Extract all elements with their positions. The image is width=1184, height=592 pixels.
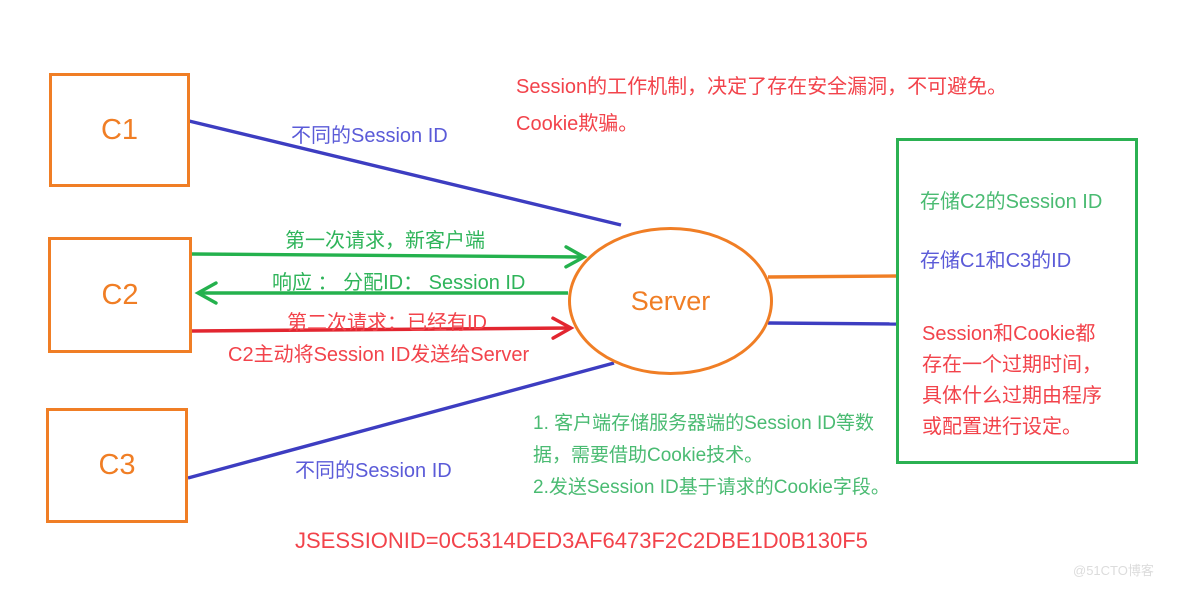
client-box-c2: C2 <box>48 237 192 353</box>
server-label: Server <box>630 285 711 316</box>
c3-link-label: 不同的Session ID <box>295 460 452 482</box>
store-c2-session-text: 存储C2的Session ID <box>920 191 1103 213</box>
server-to-storebox-blue-line <box>767 321 899 326</box>
jsessionid-text: JSESSIONID=0C5314DED3AF6473F2C2DBE1D0B13… <box>295 528 868 553</box>
request1-label: 第一次请求，新客户端 <box>285 230 485 252</box>
client-c3-label: C3 <box>98 449 136 481</box>
c1-to-server-line <box>188 119 622 227</box>
security-note-line1: Session的工作机制，决定了存在安全漏洞，不可避免。 <box>516 76 1008 98</box>
server-ellipse: Server <box>568 227 773 375</box>
cookie-note-line2: 据，需要借助Cookie技术。 <box>533 445 764 466</box>
client-c1-label: C1 <box>100 113 139 146</box>
expiry-note-line4: 或配置进行设定。 <box>922 416 1082 438</box>
watermark: @51CTO博客 <box>1073 563 1154 578</box>
request1-arrow <box>191 245 588 269</box>
server-store-box <box>896 138 1138 464</box>
security-note-line2: Cookie欺骗。 <box>516 113 639 135</box>
cookie-note-line1: 1. 客户端存储服务器端的Session ID等数 <box>533 413 874 434</box>
request2-note-label: C2主动将Session ID发送给Server <box>228 344 530 366</box>
server-to-storebox-orange-line <box>767 274 899 279</box>
c1-link-label: 不同的Session ID <box>291 125 448 147</box>
client-c2-label: C2 <box>101 278 139 311</box>
cookie-note-line3: 2.发送Session ID基于请求的Cookie字段。 <box>533 477 890 498</box>
expiry-note-line1: Session和Cookie都 <box>922 323 1096 345</box>
c3-to-server-line <box>187 361 615 480</box>
client-box-c1: C1 <box>49 73 190 187</box>
response-label: 响应 ： 分配ID： Session ID <box>272 272 526 294</box>
store-c1c3-text: 存储C1和C3的ID <box>920 250 1072 272</box>
request2-label: 第二次请求：已经有ID <box>287 312 487 334</box>
request2-arrow <box>191 316 575 340</box>
expiry-note-line2: 存在一个过期时间， <box>922 354 1102 376</box>
expiry-note-line3: 具体什么过期由程序 <box>922 385 1102 407</box>
client-box-c3: C3 <box>46 408 188 523</box>
